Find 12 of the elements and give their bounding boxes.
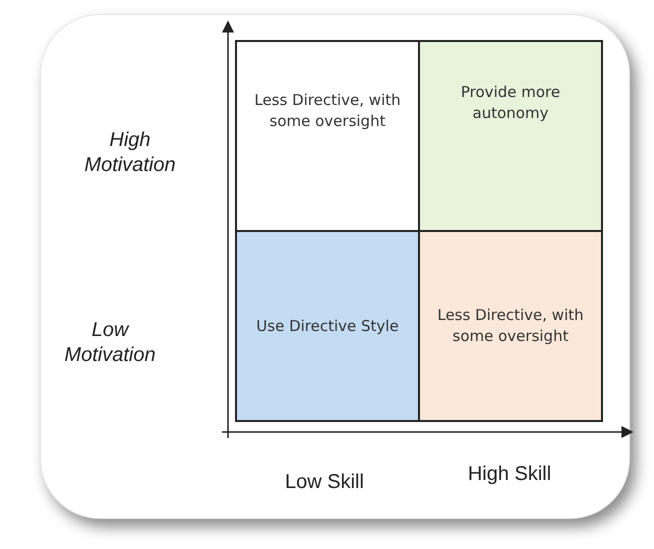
quadrant-text: Less Directive, with some oversight [253,90,402,132]
axis-label: High Motivation [83,128,177,178]
quadrant-box [235,230,420,422]
axis-label: High Skill [466,462,552,487]
quadrant-text: Use Directive Style [256,316,399,336]
quadrant-box [235,40,420,232]
axis-label: Low Skill [284,470,365,495]
quadrant-box [418,40,603,232]
quadrant-box [418,230,603,422]
quadrant-text: Less Directive, with some oversight [436,305,585,347]
axis-label: Low Motivation [63,318,157,368]
quadrant-text: Provide more autonomy [460,82,562,124]
